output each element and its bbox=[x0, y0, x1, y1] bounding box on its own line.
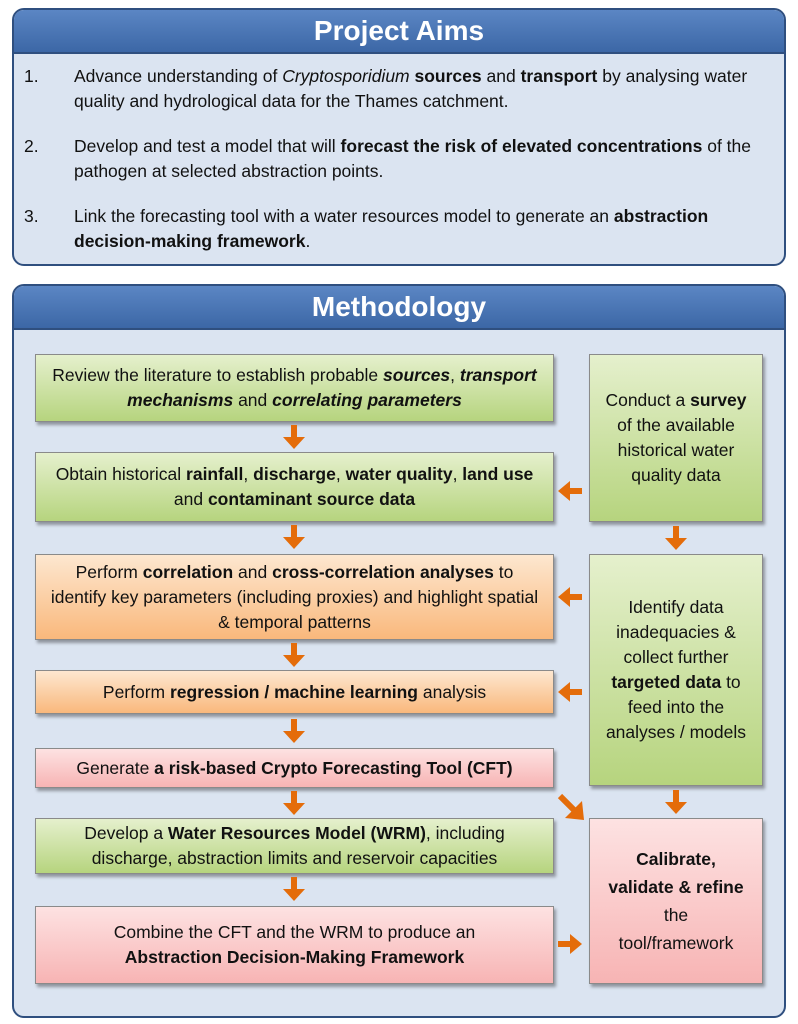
text-run: a risk-based Crypto Forecasting Tool (CF… bbox=[154, 757, 513, 778]
text-run: Review the literature to establish proba… bbox=[52, 365, 384, 385]
correlation-analysis-text: Perform correlation and cross-correlatio… bbox=[36, 560, 553, 635]
text-run: land use bbox=[462, 464, 534, 484]
text-run: , bbox=[335, 464, 346, 484]
text-run: Perform bbox=[75, 561, 143, 582]
text-run: and bbox=[233, 561, 273, 582]
combine-framework-text: Combine the CFT and the WRM to produce a… bbox=[36, 920, 553, 970]
review-literature-text: Review the literature to establish proba… bbox=[36, 363, 553, 413]
aim-number: 2. bbox=[24, 136, 39, 156]
text-run: Link the forecasting tool with a water r… bbox=[74, 206, 614, 226]
text-run: transport bbox=[520, 66, 598, 86]
text-run: analysis bbox=[418, 681, 487, 702]
text-run: targeted data bbox=[611, 672, 722, 692]
aim-text: Link the forecasting tool with a water r… bbox=[74, 204, 774, 254]
text-run: and bbox=[233, 390, 273, 410]
text-run: Advance understanding of bbox=[74, 66, 283, 86]
combine-framework-box: Combine the CFT and the WRM to produce a… bbox=[35, 906, 554, 984]
text-run: and bbox=[481, 66, 521, 86]
project-aims-title: Project Aims bbox=[14, 10, 784, 54]
text-run: regression / machine learning bbox=[170, 681, 418, 702]
text-run: Develop and test a model that will bbox=[74, 136, 341, 156]
text-run: transport mechanisms bbox=[127, 365, 537, 410]
text-run: the tool/framework bbox=[618, 905, 734, 953]
text-run: to identify key parameters (including pr… bbox=[50, 561, 539, 632]
text-run: Combine the CFT and the WRM to produce a… bbox=[113, 922, 476, 942]
text-run: , bbox=[711, 849, 716, 869]
calibrate-box: Calibrate, validate & refine the tool/fr… bbox=[589, 818, 763, 984]
aim-text: Develop and test a model that will forec… bbox=[74, 134, 774, 184]
text-run: Perform bbox=[102, 681, 170, 702]
text-run: Cryptosporidium bbox=[282, 66, 410, 86]
text-run: , including discharge, abstraction limit… bbox=[91, 823, 505, 868]
text-run: rainfall bbox=[186, 464, 244, 484]
text-run: . bbox=[305, 231, 311, 251]
text-run: correlation bbox=[142, 561, 234, 582]
identify-data-box: Identify data inadequacies & collect fur… bbox=[589, 554, 763, 786]
develop-wrm-box: Develop a Water Resources Model (WRM), i… bbox=[35, 818, 554, 874]
text-run: survey bbox=[690, 390, 747, 410]
text-run: Generate bbox=[76, 757, 155, 778]
text-run: , bbox=[450, 365, 460, 385]
regression-analysis-box: Perform regression / machine learning an… bbox=[35, 670, 554, 714]
text-run: Calibrate bbox=[636, 849, 711, 869]
text-run: by analysing water quality and hydrologi… bbox=[74, 66, 748, 111]
text-run: Develop a bbox=[84, 823, 168, 843]
text-run: Conduct a bbox=[605, 390, 691, 410]
text-run: to feed into the analyses / models bbox=[605, 672, 747, 742]
text-run: sources bbox=[414, 66, 482, 86]
text-run: discharge bbox=[253, 464, 336, 484]
survey-box: Conduct a survey of the available histor… bbox=[589, 354, 763, 522]
develop-wrm-text: Develop a Water Resources Model (WRM), i… bbox=[36, 821, 553, 871]
survey-text: Conduct a survey of the available histor… bbox=[590, 388, 762, 488]
text-run: Abstraction Decision-Making Framework bbox=[124, 947, 465, 967]
regression-analysis-text: Perform regression / machine learning an… bbox=[103, 680, 486, 705]
text-run: water quality bbox=[345, 464, 453, 484]
text-run: of the pathogen at selected abstraction … bbox=[74, 136, 751, 181]
text-run: & bbox=[673, 877, 696, 897]
text-run: refine bbox=[695, 877, 744, 897]
calibrate-text: Calibrate, validate & refine the tool/fr… bbox=[590, 845, 762, 957]
obtain-data-box: Obtain historical rainfall, discharge, w… bbox=[35, 452, 554, 522]
text-run: abstraction decision-making framework bbox=[74, 206, 709, 251]
text-run: Obtain historical bbox=[55, 464, 187, 484]
review-literature-box: Review the literature to establish proba… bbox=[35, 354, 554, 422]
text-run: of the available historical water qualit… bbox=[617, 415, 735, 485]
text-run: , bbox=[452, 464, 463, 484]
aim-text: Advance understanding of Cryptosporidium… bbox=[74, 64, 774, 114]
text-run: contaminant source data bbox=[207, 489, 416, 509]
aim-number: 1. bbox=[24, 66, 39, 86]
obtain-data-text: Obtain historical rainfall, discharge, w… bbox=[36, 462, 553, 512]
text-run: sources bbox=[383, 365, 451, 385]
correlation-analysis-box: Perform correlation and cross-correlatio… bbox=[35, 554, 554, 640]
text-run: Identify data inadequacies & collect fur… bbox=[616, 597, 736, 667]
text-run: forecast the risk of elevated concentrat… bbox=[340, 136, 703, 156]
text-run: validate bbox=[608, 877, 674, 897]
aim-number: 3. bbox=[24, 206, 39, 226]
text-run: cross-correlation analyses bbox=[272, 561, 494, 582]
identify-data-text: Identify data inadequacies & collect fur… bbox=[590, 595, 762, 745]
text-run: correlating parameters bbox=[272, 390, 462, 410]
text-run: Water Resources Model (WRM) bbox=[167, 823, 426, 843]
methodology-title: Methodology bbox=[14, 286, 784, 330]
project-aims-panel: Project Aims 1. Advance understanding of… bbox=[12, 8, 786, 266]
generate-cft-box: Generate a risk-based Crypto Forecasting… bbox=[35, 748, 554, 788]
text-run: and bbox=[173, 489, 208, 509]
generate-cft-text: Generate a risk-based Crypto Forecasting… bbox=[76, 756, 512, 781]
text-run: , bbox=[243, 464, 254, 484]
